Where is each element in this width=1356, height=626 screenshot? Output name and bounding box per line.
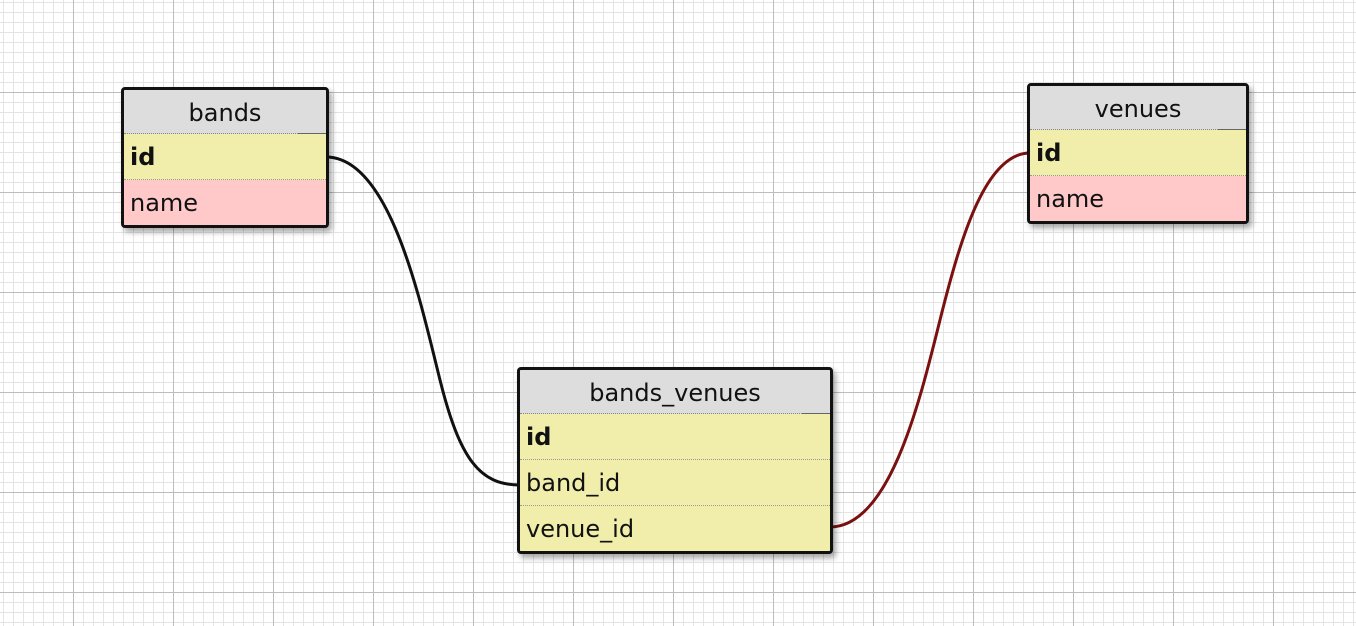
table-bands[interactable]: bands id name — [121, 87, 329, 228]
column-name[interactable]: name — [124, 180, 326, 225]
column-venue-id[interactable]: venue_id — [520, 506, 830, 551]
table-title: bands — [124, 90, 326, 134]
column-id[interactable]: id — [124, 134, 326, 180]
table-bands-venues[interactable]: bands_venues id band_id venue_id — [517, 367, 833, 554]
table-title: venues — [1030, 86, 1246, 130]
column-name[interactable]: name — [1030, 176, 1246, 221]
table-title: bands_venues — [520, 370, 830, 414]
column-band-id[interactable]: band_id — [520, 460, 830, 506]
column-id[interactable]: id — [1030, 130, 1246, 176]
column-id[interactable]: id — [520, 414, 830, 460]
relation-bands-to-bands-venues[interactable] — [325, 155, 521, 487]
relation-venues-to-bands-venues[interactable] — [829, 151, 1031, 529]
table-venues[interactable]: venues id name — [1027, 83, 1249, 224]
